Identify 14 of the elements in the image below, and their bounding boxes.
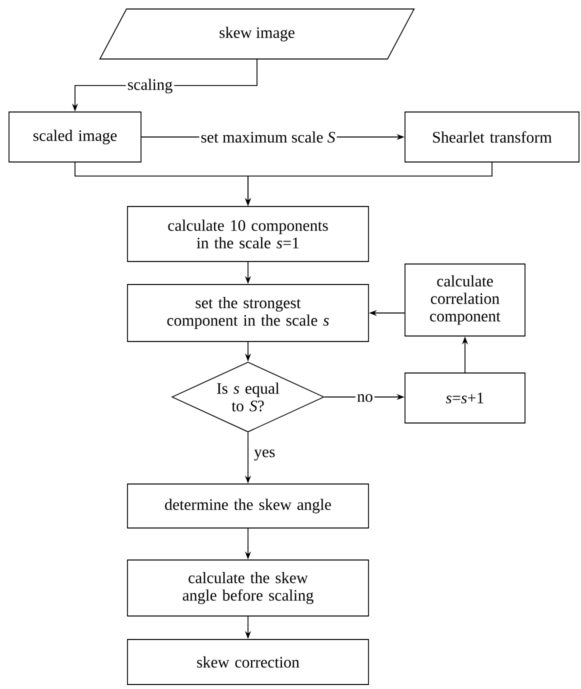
edge-label: scaling (126, 77, 174, 95)
edge-label: set maximum scale S (199, 130, 337, 144)
process-box: determine the skew angle (127, 484, 369, 528)
process-box: skew correction (127, 639, 369, 685)
process-box: scaled image (8, 112, 142, 162)
edge-label: no (356, 392, 374, 404)
edge-label: yes (252, 448, 277, 462)
process-box: calculate the skew angle before scaling (127, 560, 369, 616)
process-box: set the strongest component in the scale s (127, 284, 369, 342)
input-parallelogram: skew image (99, 8, 415, 60)
process-box: s=s+1 (404, 372, 526, 424)
process-box: calculate correlation component (404, 264, 526, 336)
process-box: calculate 10 components in the scale s=1 (127, 206, 369, 262)
process-box: Shearlet transform (404, 112, 580, 162)
